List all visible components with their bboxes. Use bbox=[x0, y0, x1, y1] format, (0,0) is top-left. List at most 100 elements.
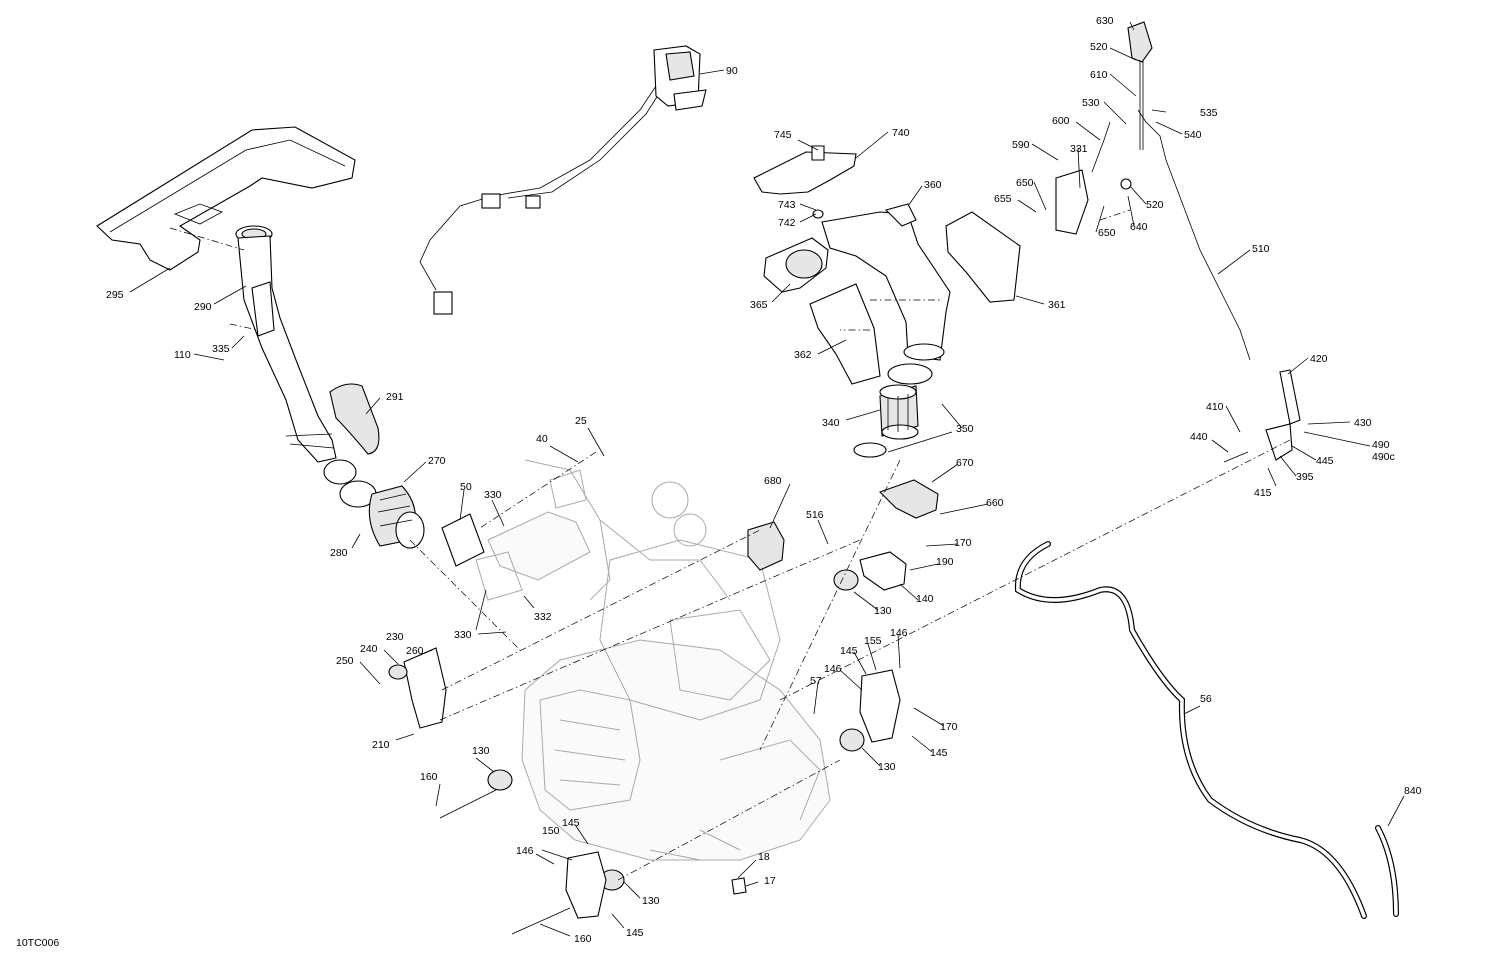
callout-146b: 146 bbox=[890, 627, 908, 639]
callout-510: 510 bbox=[1252, 243, 1270, 255]
callout-160b: 160 bbox=[574, 933, 592, 945]
callout-25: 25 bbox=[575, 415, 587, 427]
duct-cover bbox=[329, 383, 380, 455]
callout-743: 743 bbox=[778, 199, 796, 211]
callout-670: 670 bbox=[956, 457, 974, 469]
callout-640: 640 bbox=[1130, 221, 1148, 233]
callout-290: 290 bbox=[194, 301, 212, 313]
callout-18: 18 bbox=[758, 851, 770, 863]
callout-650b: 650 bbox=[1098, 227, 1116, 239]
callout-660: 660 bbox=[986, 497, 1004, 509]
callout-145b: 145 bbox=[626, 927, 644, 939]
callout-146c: 146 bbox=[824, 663, 842, 675]
hose-840 bbox=[1375, 825, 1399, 917]
alignment-lines bbox=[169, 209, 1291, 881]
callout-516: 516 bbox=[806, 509, 824, 521]
mount-bracket-right bbox=[859, 669, 901, 743]
callout-210: 210 bbox=[372, 739, 390, 751]
callout-420: 420 bbox=[1310, 353, 1328, 365]
callout-145d: 145 bbox=[930, 747, 948, 759]
callout-155: 155 bbox=[864, 635, 882, 647]
callout-410: 410 bbox=[1206, 401, 1224, 413]
mount-bracket-left bbox=[403, 647, 447, 729]
callout-535: 535 bbox=[1200, 107, 1218, 119]
callout-170a: 170 bbox=[954, 537, 972, 549]
callout-520b: 520 bbox=[1146, 199, 1164, 211]
callout-330a: 330 bbox=[484, 489, 502, 501]
callout-440: 440 bbox=[1190, 431, 1208, 443]
callout-445: 445 bbox=[1316, 455, 1334, 467]
callout-340: 340 bbox=[822, 417, 840, 429]
callout-40: 40 bbox=[536, 433, 548, 445]
callout-150: 150 bbox=[542, 825, 560, 837]
callout-335: 335 bbox=[212, 343, 230, 355]
callout-130a: 130 bbox=[472, 745, 490, 757]
callout-430: 430 bbox=[1354, 417, 1372, 429]
callout-350: 350 bbox=[956, 423, 974, 435]
callout-360: 360 bbox=[924, 179, 942, 191]
callout-365: 365 bbox=[750, 299, 768, 311]
callout-170b: 170 bbox=[940, 721, 958, 733]
callout-610: 610 bbox=[1090, 69, 1108, 81]
callouts: 90 295 290 335 110 291 270 280 50 330 33… bbox=[106, 15, 1422, 945]
heat-shield-361 bbox=[945, 211, 1021, 303]
callout-240: 240 bbox=[360, 643, 378, 655]
callout-540: 540 bbox=[1184, 129, 1202, 141]
callout-160a: 160 bbox=[420, 771, 438, 783]
callout-145c: 145 bbox=[840, 645, 858, 657]
callout-840: 840 bbox=[1404, 785, 1422, 797]
gasket bbox=[441, 513, 485, 567]
callout-530: 530 bbox=[1082, 97, 1100, 109]
bushing-240 bbox=[388, 664, 408, 680]
callout-740: 740 bbox=[892, 127, 910, 139]
wiring-harness bbox=[419, 45, 707, 315]
rubber-mounts bbox=[487, 569, 865, 891]
callout-17: 17 bbox=[764, 875, 776, 887]
callout-90: 90 bbox=[726, 65, 738, 77]
callout-291: 291 bbox=[386, 391, 404, 403]
leader-lines bbox=[129, 21, 1405, 937]
air-tube bbox=[763, 203, 951, 361]
bracket-740 bbox=[753, 145, 857, 219]
callout-130b: 130 bbox=[642, 895, 660, 907]
callout-680: 680 bbox=[764, 475, 782, 487]
callout-260: 260 bbox=[406, 645, 424, 657]
heat-shield-362 bbox=[809, 283, 881, 385]
callout-362: 362 bbox=[794, 349, 812, 361]
intake-plate bbox=[96, 126, 356, 271]
callout-520a: 520 bbox=[1090, 41, 1108, 53]
callout-330b: 330 bbox=[454, 629, 472, 641]
bracket-660 bbox=[878, 479, 939, 519]
relay-bracket bbox=[747, 521, 785, 571]
callout-130c: 130 bbox=[874, 605, 892, 617]
callout-130d: 130 bbox=[878, 761, 896, 773]
callout-332: 332 bbox=[534, 611, 552, 623]
callout-295: 295 bbox=[106, 289, 124, 301]
intake-duct bbox=[235, 225, 337, 463]
callout-331: 331 bbox=[1070, 143, 1088, 155]
callout-630: 630 bbox=[1096, 15, 1114, 27]
callout-650a: 650 bbox=[1016, 177, 1034, 189]
callout-490c: 490c bbox=[1372, 451, 1395, 463]
mount-140 bbox=[859, 551, 907, 591]
callout-270: 270 bbox=[428, 455, 446, 467]
callout-145a: 145 bbox=[562, 817, 580, 829]
callout-415: 415 bbox=[1254, 487, 1272, 499]
callout-190: 190 bbox=[936, 556, 954, 568]
callout-395: 395 bbox=[1296, 471, 1314, 483]
callout-50: 50 bbox=[460, 481, 472, 493]
callout-280: 280 bbox=[330, 547, 348, 559]
hose-56 bbox=[1014, 541, 1367, 919]
callout-600: 600 bbox=[1052, 115, 1070, 127]
ecu-bracket bbox=[475, 469, 591, 601]
bolt-160-lower bbox=[511, 907, 571, 935]
mount-bracket-bottom bbox=[565, 851, 607, 919]
callout-490: 490 bbox=[1372, 439, 1390, 451]
callout-590: 590 bbox=[1012, 139, 1030, 151]
callout-361: 361 bbox=[1048, 299, 1066, 311]
callout-742: 742 bbox=[778, 217, 796, 229]
callout-57: 57 bbox=[810, 675, 822, 687]
bolt-160-upper bbox=[439, 789, 497, 819]
callout-655: 655 bbox=[994, 193, 1012, 205]
